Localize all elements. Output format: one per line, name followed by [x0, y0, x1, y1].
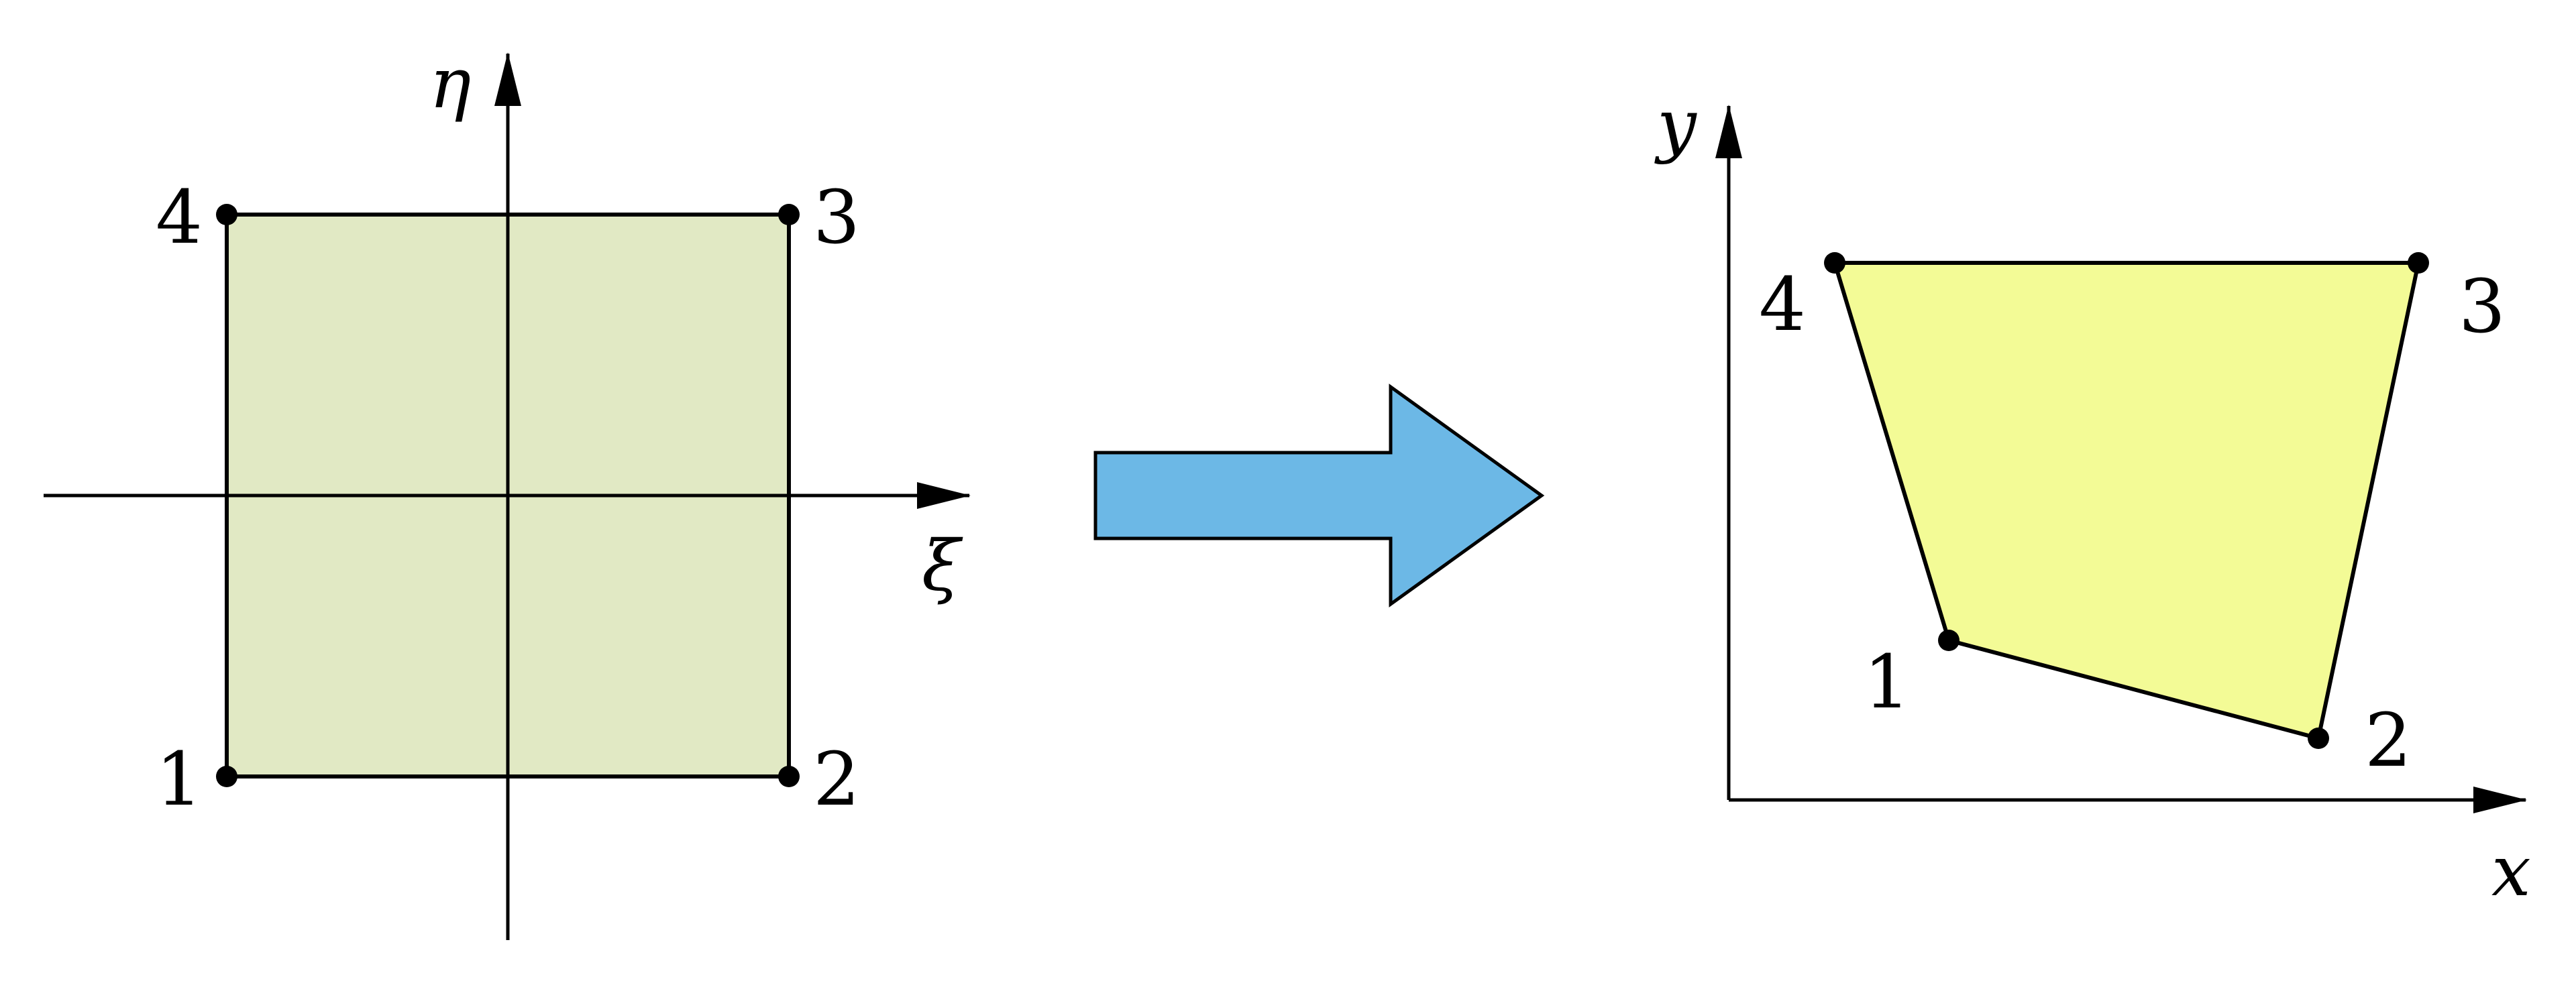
reference-node-4 — [216, 204, 237, 225]
reference-node-label-2: 2 — [813, 736, 860, 822]
physical-node-4 — [1824, 252, 1845, 274]
mapping-arrow — [1093, 384, 1545, 608]
reference-node-label-4: 4 — [156, 174, 203, 260]
physical-quadrilateral — [1831, 261, 2421, 741]
reference-node-1 — [216, 766, 237, 787]
x-axis-label: x — [2491, 830, 2531, 912]
y-axis-label: y — [1654, 84, 1697, 166]
physical-node-label-4: 4 — [1759, 262, 1806, 347]
physical-node-2 — [2308, 728, 2329, 749]
physical-node-3 — [2408, 252, 2429, 274]
reference-node-label-1: 1 — [156, 736, 203, 822]
reference-element: 1 2 3 4 ξ η — [44, 42, 971, 940]
eta-axis-label: η — [429, 42, 471, 124]
xi-axis-label: ξ — [922, 525, 963, 607]
physical-element: 1 2 3 4 x y — [1654, 84, 2531, 912]
reference-node-3 — [778, 204, 800, 225]
physical-node-label-1: 1 — [1864, 639, 1911, 725]
physical-node-label-3: 3 — [2459, 264, 2506, 349]
reference-node-2 — [778, 766, 800, 787]
reference-node-label-3: 3 — [813, 174, 860, 260]
physical-node-1 — [1938, 630, 1960, 651]
physical-node-label-2: 2 — [2365, 697, 2412, 783]
